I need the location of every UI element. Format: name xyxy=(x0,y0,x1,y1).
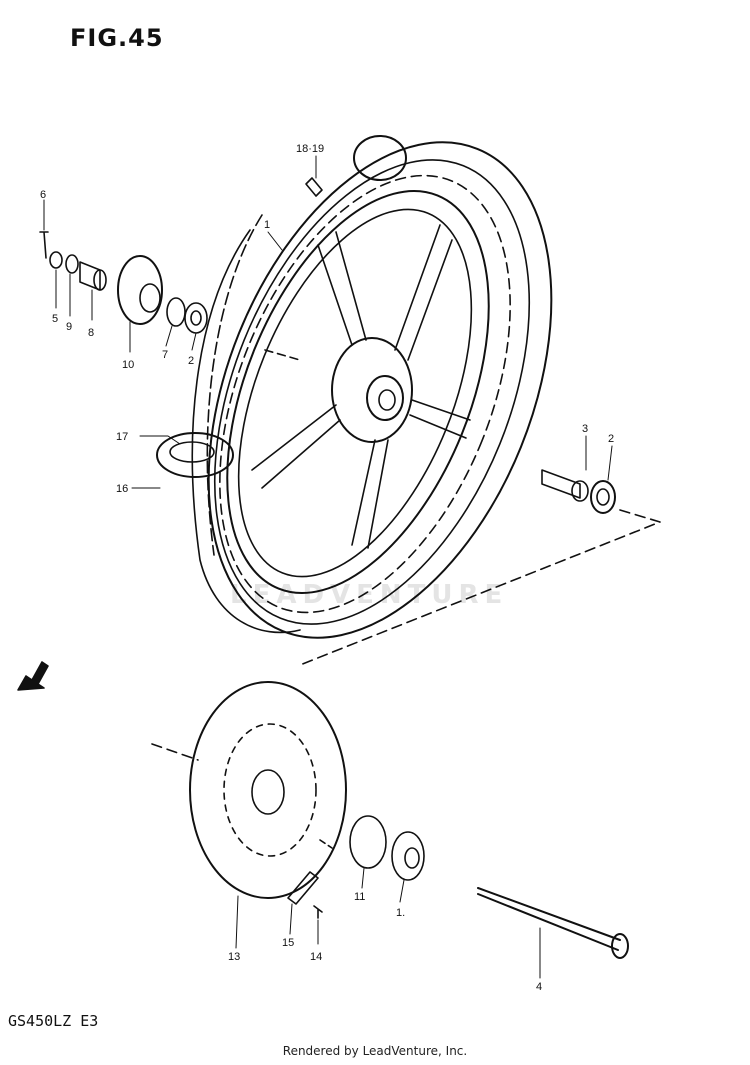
leader-11 xyxy=(361,867,365,889)
callout-11: 11 xyxy=(354,891,365,903)
bolt-14 xyxy=(313,905,323,919)
leader-12 xyxy=(399,879,405,903)
bolt-6 xyxy=(39,231,49,259)
callout-13: 13 xyxy=(228,951,240,963)
brake-disc-13 xyxy=(189,681,347,899)
figure-title: FIG.45 xyxy=(70,24,164,52)
dust-seal-11 xyxy=(349,815,387,869)
leader-17 xyxy=(139,435,181,445)
right-axle-parts xyxy=(299,469,661,666)
hub-inner xyxy=(366,375,404,421)
spoke-5 xyxy=(251,404,341,489)
callout-2-left: 2 xyxy=(188,355,194,367)
assembly-dash-lower xyxy=(319,839,333,849)
callout-15: 15 xyxy=(282,937,294,949)
callout-16: 16 xyxy=(116,483,128,495)
tire-outer xyxy=(207,141,553,639)
axle-centerline xyxy=(264,349,301,361)
valve-stem xyxy=(305,177,323,197)
brake-disc-center xyxy=(251,769,285,815)
tube-loop-top xyxy=(353,135,407,181)
spoke-4 xyxy=(351,439,389,549)
spacer-3-end xyxy=(571,480,589,502)
callout-labels: 6 5 9 8 10 7 2 1 18·19 17 16 3 2 13 15 1… xyxy=(40,143,614,993)
left-hub-parts xyxy=(39,231,208,334)
bearing-2-right xyxy=(590,480,616,514)
leader-7 xyxy=(165,325,173,347)
leader-13 xyxy=(235,895,239,949)
brake-disc-assembly xyxy=(17,661,629,959)
washer-9 xyxy=(65,254,79,274)
lock-plate-15 xyxy=(287,871,319,905)
leader-1 xyxy=(267,231,283,251)
tire-sidewall-2 xyxy=(206,214,263,556)
callout-17: 17 xyxy=(116,431,128,443)
leader-2b xyxy=(607,445,613,481)
tire-tread-line xyxy=(219,174,511,614)
tube-loop-left xyxy=(156,432,234,478)
brake-disc-vent-ring xyxy=(223,723,317,857)
spoke-1 xyxy=(317,231,367,346)
leader-lines xyxy=(43,155,613,979)
callout-8: 8 xyxy=(88,327,94,339)
model-code: GS450LZ E3 xyxy=(8,1012,99,1030)
callout-9: 9 xyxy=(66,321,72,333)
spacer-8 xyxy=(79,261,101,291)
callout-6: 6 xyxy=(40,189,46,201)
gearbox-10-hub xyxy=(139,283,161,313)
bearing-7 xyxy=(166,297,186,327)
bearing-2-left-inner xyxy=(190,310,202,326)
callout-14: 14 xyxy=(310,951,322,963)
rim-outer xyxy=(226,190,490,594)
gearbox-10 xyxy=(117,255,163,325)
callout-5: 5 xyxy=(52,313,58,325)
leader-2a xyxy=(191,332,197,351)
footer-credit: Rendered by LeadVenture, Inc. xyxy=(282,1044,468,1058)
tube-loop-left-inner xyxy=(169,441,215,463)
assembly-dash-right xyxy=(299,509,661,666)
hub-bore xyxy=(378,389,396,411)
callout-12: 1. xyxy=(396,907,405,919)
spacer-8-end xyxy=(93,269,107,291)
spoke-2 xyxy=(394,224,453,361)
callout-4: 4 xyxy=(536,981,542,993)
leader-15 xyxy=(289,903,293,935)
wheel-assembly xyxy=(156,135,553,639)
callout-1: 1 xyxy=(264,219,270,231)
callout-18-19: 18·19 xyxy=(296,143,324,155)
callout-2-right: 2 xyxy=(608,433,614,445)
callout-7: 7 xyxy=(162,349,168,361)
assembly-dash-left xyxy=(151,743,199,761)
speedo-drive-12 xyxy=(391,831,425,881)
nut-5 xyxy=(49,251,63,269)
speedo-drive-12-inner xyxy=(404,847,420,869)
tire-sidewall xyxy=(191,229,301,634)
forward-arrow-icon xyxy=(17,661,49,691)
bearing-2-right-inner xyxy=(596,488,610,506)
axle-4 xyxy=(477,887,621,951)
spoke-3 xyxy=(409,399,471,439)
hub-outer xyxy=(331,337,413,443)
tire-inner-line xyxy=(213,159,531,625)
spacer-3 xyxy=(541,469,581,499)
callout-10: 10 xyxy=(122,359,134,371)
axle-4-head xyxy=(611,933,629,959)
bearing-2-left xyxy=(184,302,208,334)
callout-3: 3 xyxy=(582,423,588,435)
